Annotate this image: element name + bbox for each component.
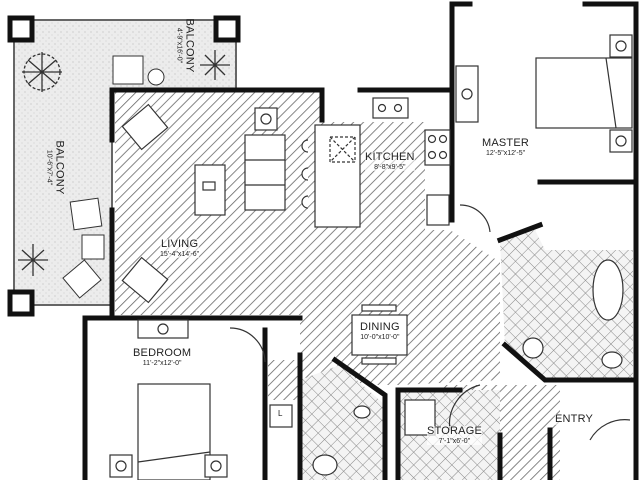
room-dimensions: 4'-9"x16'-0" bbox=[175, 27, 183, 64]
room-name: STORAGE bbox=[427, 425, 482, 437]
room-label-bedroom: BEDROOM 11'-2"x12'-0" bbox=[133, 347, 192, 368]
room-name: BALCONY bbox=[53, 140, 66, 195]
room-name: DINING bbox=[360, 321, 400, 333]
room-label-balcony-side: BALCONY 10'-6"x7'-4" bbox=[45, 140, 66, 195]
bedroom-furniture bbox=[109, 319, 436, 480]
room-label-balcony-top: BALCONY 4'-9"x16'-0" bbox=[175, 18, 196, 73]
room-name: MASTER bbox=[482, 137, 530, 149]
room-dimensions: 15'-4"x14'-6" bbox=[160, 251, 200, 258]
room-label-kitchen: KITCHEN 8'-8"x9'-5" bbox=[365, 152, 415, 171]
room-label-storage: STORAGE 7'-1"x6'-0" bbox=[427, 426, 482, 445]
master-furniture bbox=[455, 34, 633, 369]
room-name: BALCONY bbox=[183, 18, 196, 73]
room-label-dining: DINING 10'-0"x10'-0" bbox=[360, 322, 400, 341]
room-dimensions: 10'-6"x7'-4" bbox=[45, 149, 53, 186]
linen-closet-label: L bbox=[278, 409, 283, 418]
room-dimensions: 11'-2"x12'-0" bbox=[142, 360, 182, 367]
room-name: BEDROOM bbox=[133, 347, 192, 359]
doors bbox=[229, 204, 631, 441]
room-dimensions: 8'-8"x9'-5" bbox=[374, 164, 406, 171]
room-dimensions: 7'-1"x6'-0" bbox=[438, 438, 471, 445]
room-name: KITCHEN bbox=[365, 151, 415, 163]
living-furniture bbox=[121, 103, 286, 304]
room-dimensions: 12'-5"x12'-5" bbox=[485, 150, 526, 157]
room-label-entry: ENTRY bbox=[555, 413, 594, 425]
room-name: LIVING bbox=[160, 238, 199, 250]
room-label-master: MASTER 12'-5"x12'-5" bbox=[482, 137, 530, 158]
room-dimensions: 10'-0"x10'-0" bbox=[360, 334, 400, 341]
room-name: ENTRY bbox=[555, 413, 594, 425]
kitchen-fixtures bbox=[301, 97, 451, 228]
room-label-living: LIVING 15'-4"x14'-6" bbox=[160, 238, 200, 258]
balcony-area bbox=[7, 15, 241, 317]
walls bbox=[82, 1, 639, 480]
